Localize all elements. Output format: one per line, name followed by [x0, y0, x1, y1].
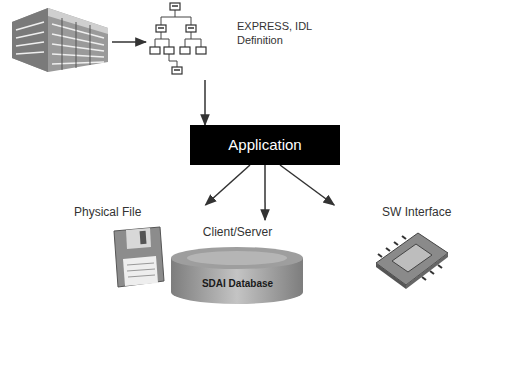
flow-arrow [264, 165, 266, 220]
icon-group: Client/ServerSDAI Database [165, 220, 310, 312]
flow-arrow [204, 80, 206, 125]
tree-icon [147, 1, 211, 79]
icon-group: SW Interface [330, 195, 470, 295]
icon-group: EXPRESS, IDL Definition [145, 0, 345, 80]
process-box: Application [190, 125, 340, 165]
building-illustration [12, 8, 108, 72]
database-cylinder [167, 244, 307, 308]
floppy-disk-icon [110, 225, 166, 289]
flow-arrow [112, 41, 146, 43]
software-interface-icon [370, 227, 454, 291]
database-label: SDAI Database [165, 278, 310, 291]
definition-label: EXPRESS, IDL Definition [237, 20, 337, 48]
process-label: Application [228, 136, 301, 155]
flow-arrow [280, 165, 334, 205]
flow-arrow [206, 165, 251, 205]
target-label: Client/Server [165, 225, 310, 240]
target-label: Physical File [74, 205, 194, 220]
target-label: SW Interface [382, 205, 467, 220]
